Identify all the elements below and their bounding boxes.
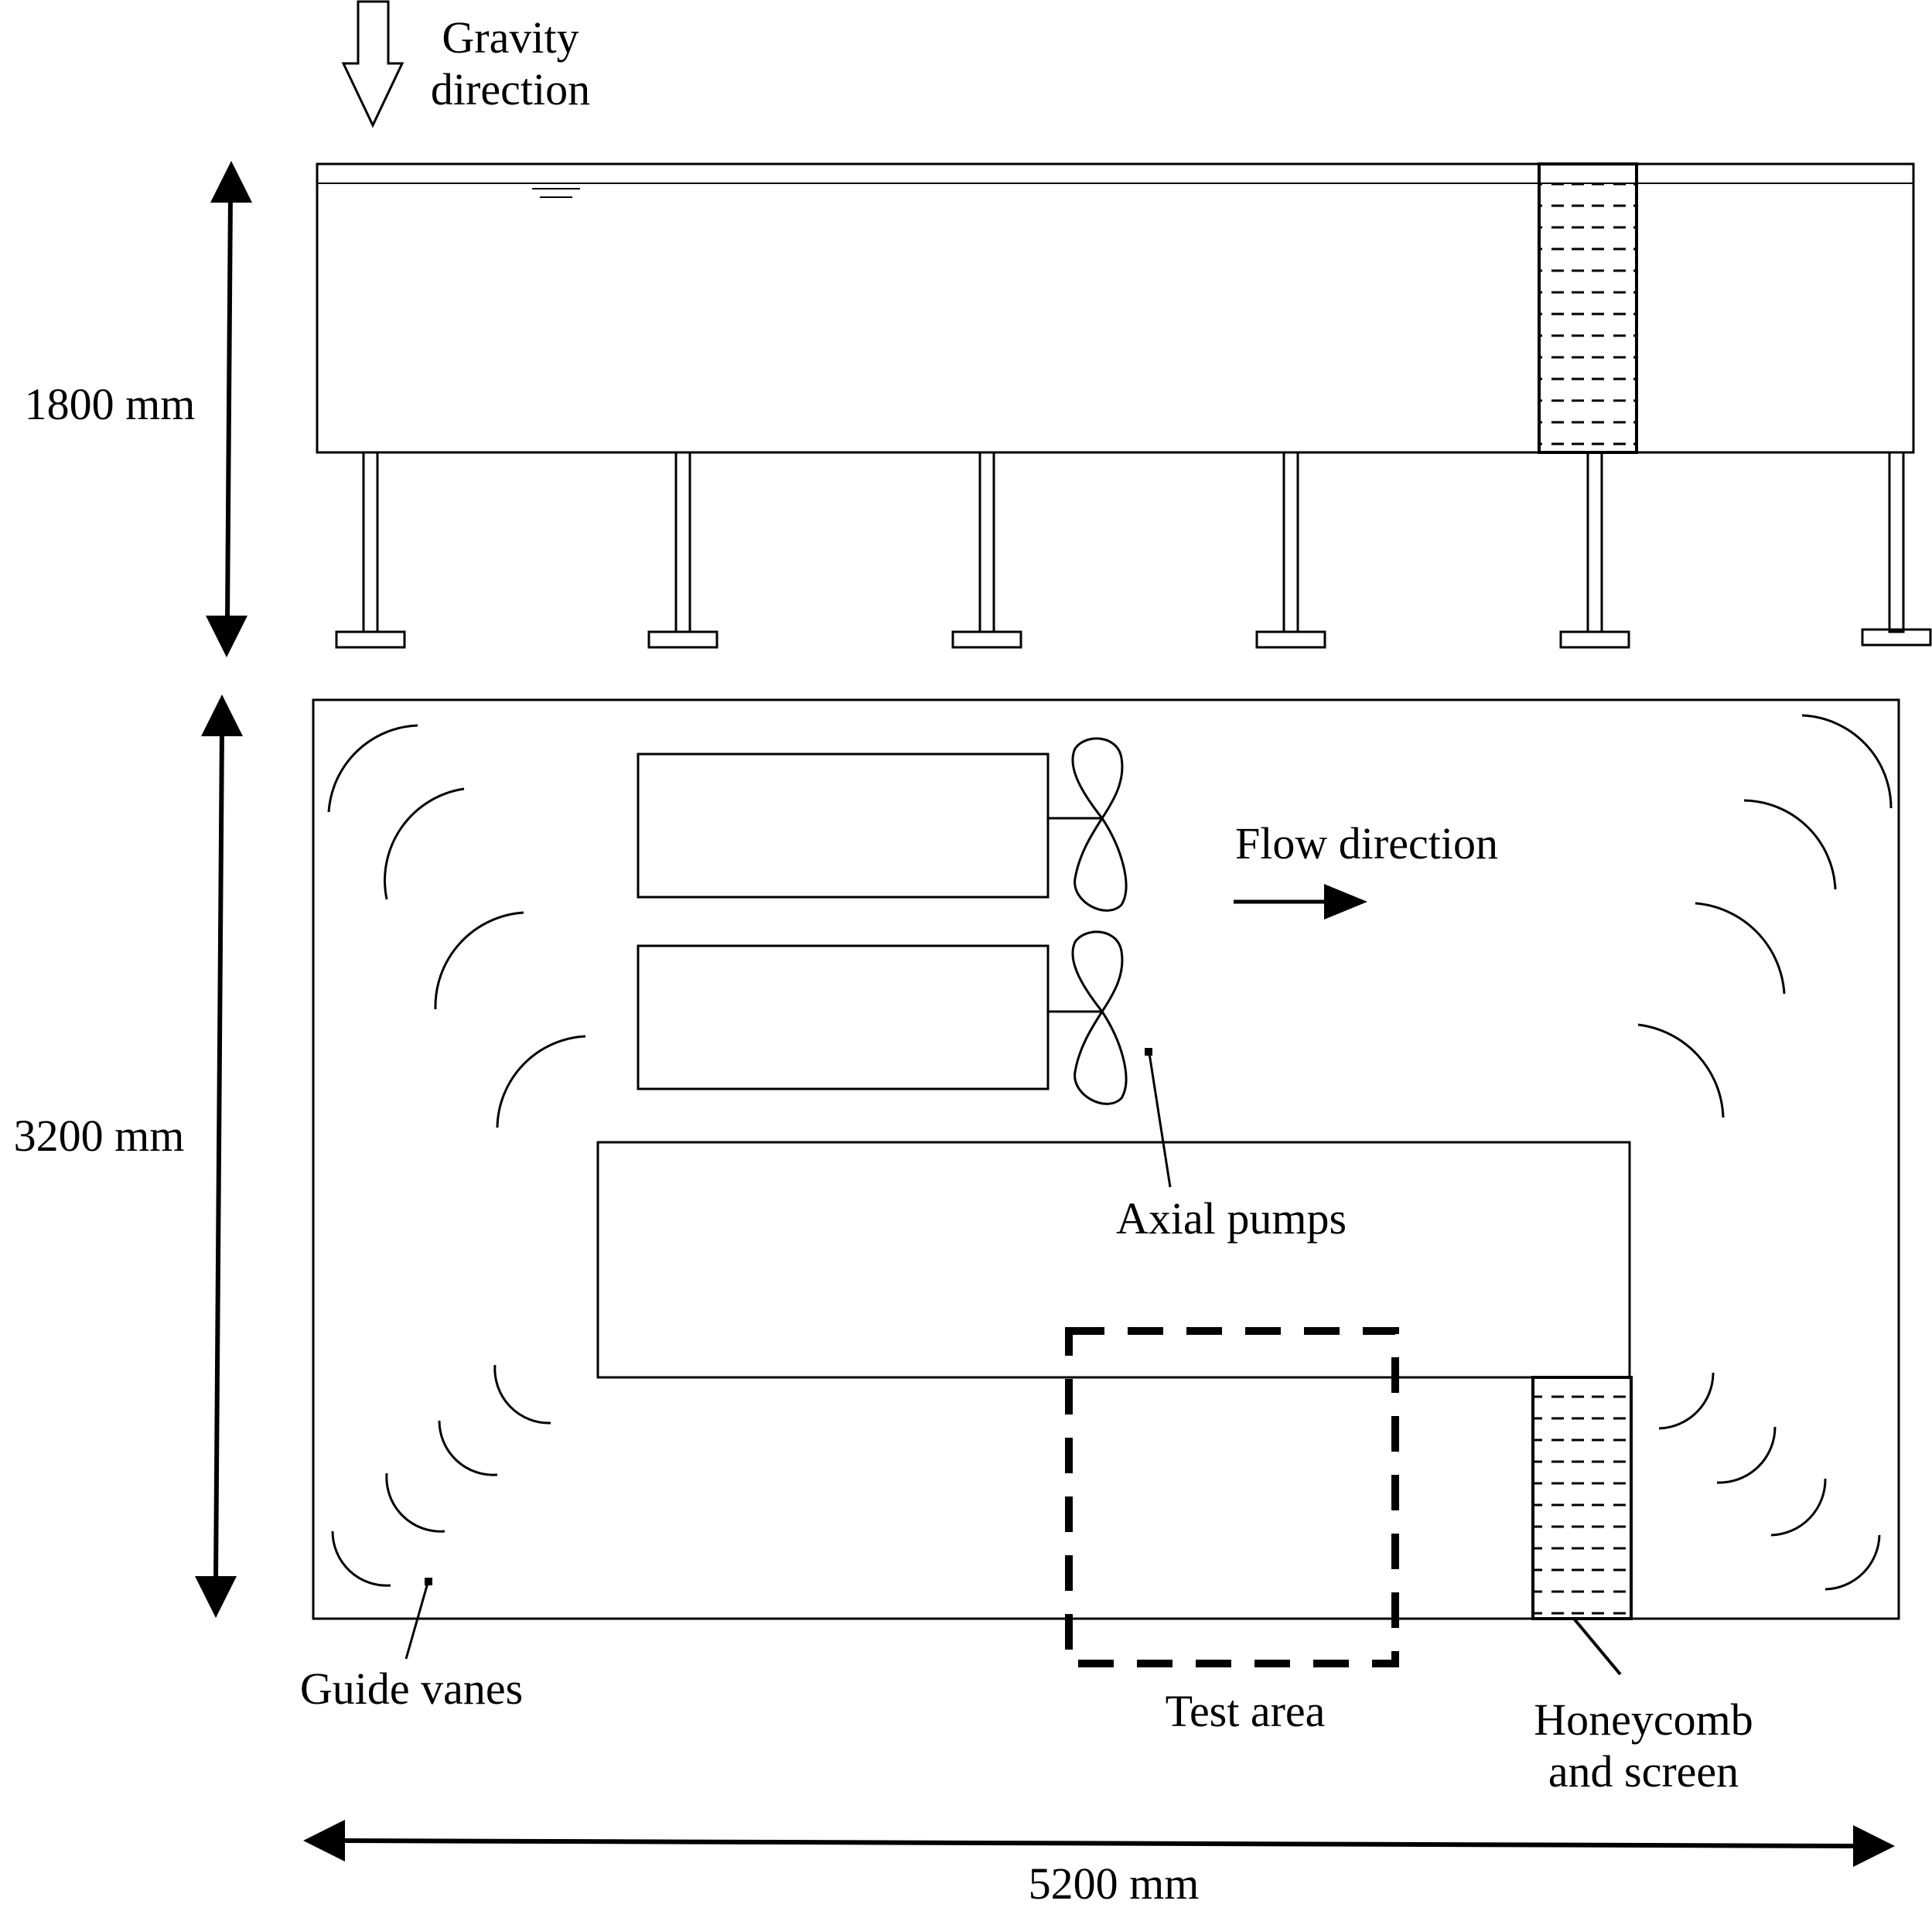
width-dimension-label: 3200 mm <box>14 1111 185 1161</box>
height-dimension-label: 1800 mm <box>25 379 196 429</box>
propeller-2 <box>1048 930 1128 1105</box>
guide-vanes-top-left <box>327 724 586 1128</box>
gravity-label-line1: Gravity <box>442 12 579 63</box>
axial-pumps-leader <box>1145 1048 1172 1188</box>
test-area-box <box>1065 1327 1399 1667</box>
plan-view-outer-wall <box>312 698 1900 1620</box>
guide-vanes-bottom-left <box>331 1364 551 1587</box>
guide-vanes-leader <box>404 1578 432 1660</box>
plan-honeycomb <box>1531 1376 1633 1620</box>
gravity-label-line2: direction <box>431 64 590 114</box>
guide-vanes-top-right <box>1637 714 1893 1118</box>
honeycomb-leader <box>1572 1617 1622 1676</box>
guide-vanes-bottom-right <box>1658 1372 1881 1591</box>
pump-housing-2 <box>637 944 1050 1090</box>
height-dimension-arrow <box>206 161 252 657</box>
plan-view <box>312 698 1900 1667</box>
length-dimension-arrow <box>303 1820 1895 1867</box>
honeycomb-label-line1: Honeycomb <box>1534 1694 1753 1745</box>
center-island <box>596 1141 1631 1379</box>
flow-direction-label: Flow direction <box>1235 818 1498 868</box>
pump-housing-1 <box>637 752 1050 899</box>
flow-direction-arrow <box>1234 884 1367 920</box>
gravity-arrow <box>341 0 404 128</box>
propeller-1 <box>1048 737 1128 912</box>
side-view-channel <box>316 162 1915 454</box>
axial-pumps-label: Axial pumps <box>1116 1193 1347 1244</box>
honeycomb-label-line2: and screen <box>1548 1746 1739 1797</box>
guide-vanes-label: Guide vanes <box>300 1664 523 1714</box>
side-honeycomb <box>1538 162 1638 454</box>
length-dimension-label: 5200 mm <box>1029 1858 1200 1909</box>
width-dimension-arrow <box>195 694 243 1618</box>
support-legs <box>335 451 1932 649</box>
side-view <box>316 162 1932 649</box>
test-area-label: Test area <box>1166 1686 1326 1736</box>
water-level-symbol <box>532 188 580 198</box>
